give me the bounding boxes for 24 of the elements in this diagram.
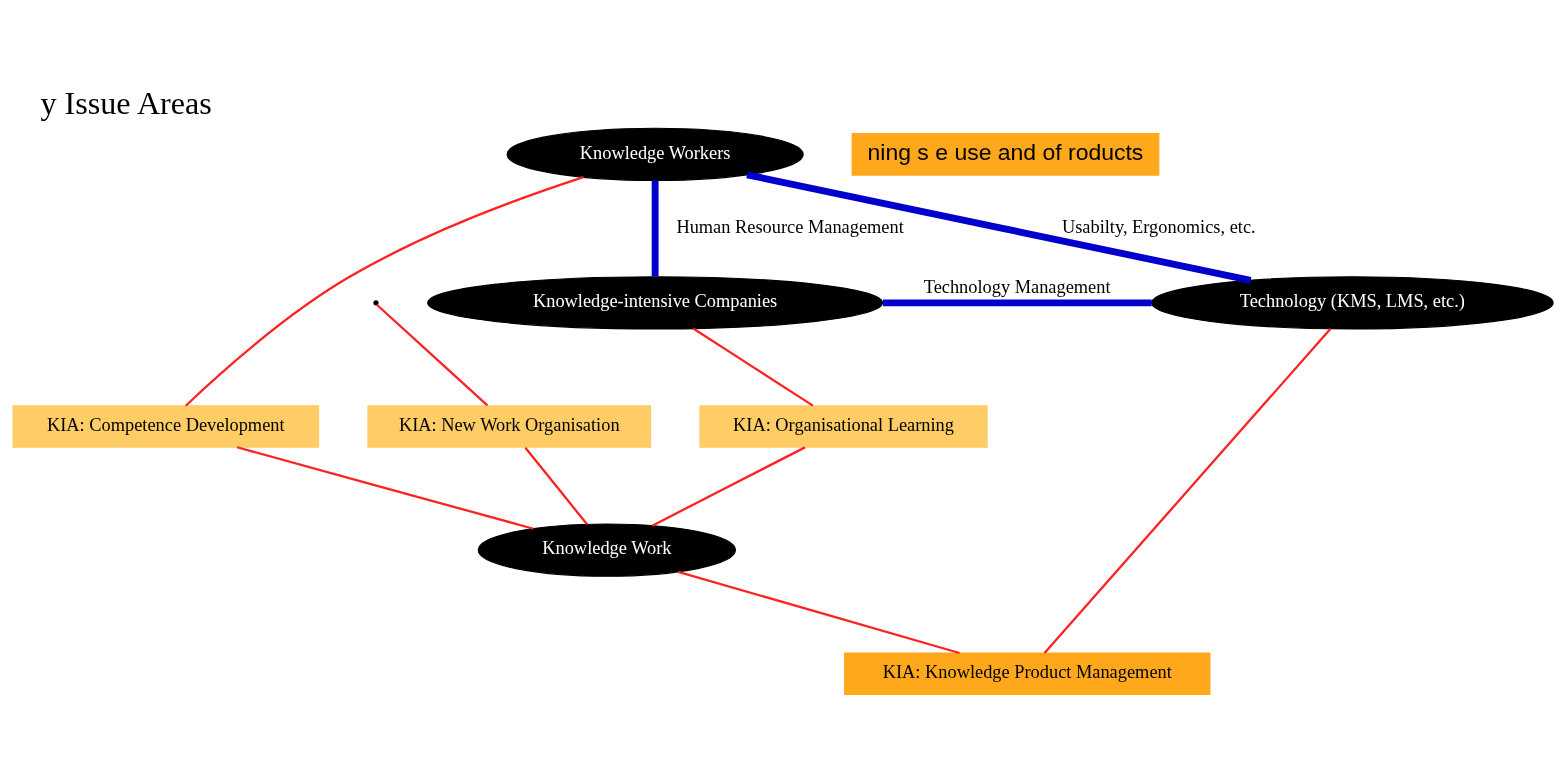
connector (1043, 328, 1332, 654)
edge-label: Technology Management (923, 277, 1111, 298)
connector (677, 570, 960, 655)
node-ellipse: Technology (KMS, LMS, etc.) (1151, 276, 1554, 330)
edge-label: Human Resource Management (676, 216, 904, 237)
connector (882, 299, 1152, 307)
connector (651, 446, 806, 527)
connector (524, 446, 588, 525)
connector (376, 303, 489, 407)
node-box: KIA: Knowledge Product Management (844, 652, 1211, 695)
node-box: KIA: Organisational Learning (699, 405, 988, 448)
node-ellipse: Knowledge Work (477, 523, 737, 577)
edge-label: Usabilty, Ergonomics, etc. (1061, 216, 1256, 237)
connector (236, 446, 534, 530)
node-box: ning s e use and of roducts (851, 133, 1160, 176)
node-box: KIA: New Work Organisation (367, 405, 652, 448)
connector (184, 176, 584, 407)
connector (692, 327, 814, 407)
node-ellipse: Knowledge-intensive Companies (427, 276, 884, 330)
connector (651, 180, 659, 277)
node-box: KIA: Competence Development (12, 405, 320, 448)
diagram-title: y Issue Areas (40, 84, 212, 121)
node-ellipse: Knowledge Workers (506, 127, 804, 182)
connector (746, 171, 1252, 284)
